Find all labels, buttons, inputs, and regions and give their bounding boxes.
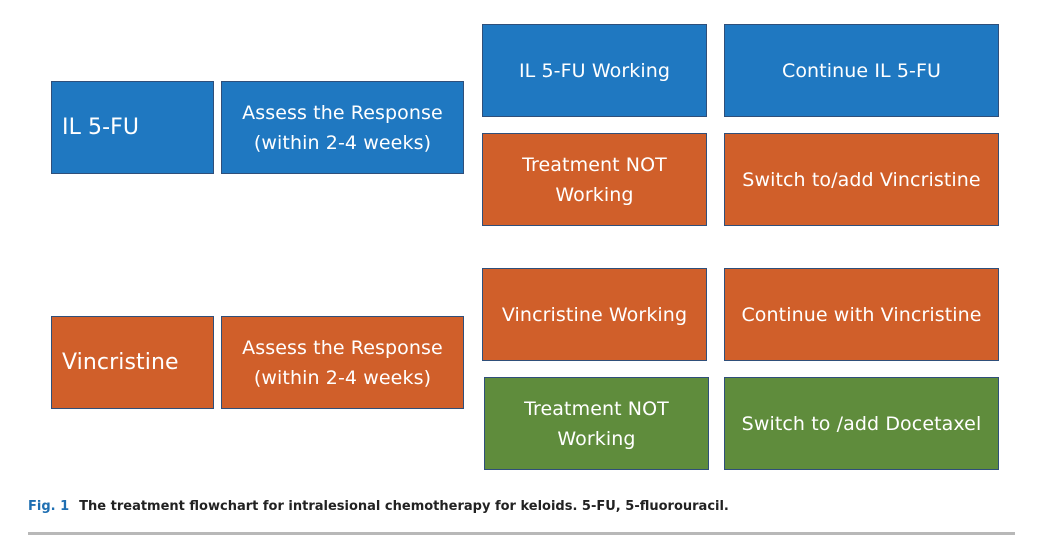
treatment-not-working-box-top: Treatment NOT Working xyxy=(482,133,707,226)
start-il5fu-label: IL 5-FU xyxy=(62,114,140,140)
vincristine-working-box: Vincristine Working xyxy=(482,268,707,361)
switch-vincristine-label: Switch to/add Vincristine xyxy=(742,168,981,191)
treatment-not-working-label-bottom: Treatment NOT Working xyxy=(524,397,669,450)
continue-vincristine-box: Continue with Vincristine xyxy=(724,268,999,361)
treatment-not-working-box-bottom: Treatment NOT Working xyxy=(484,377,709,470)
switch-docetaxel-box: Switch to /add Docetaxel xyxy=(724,377,999,470)
treatment-not-working-label-top: Treatment NOT Working xyxy=(522,153,667,206)
switch-docetaxel-label: Switch to /add Docetaxel xyxy=(741,412,982,435)
figure-caption: Fig. 1 The treatment flowchart for intral… xyxy=(28,499,729,514)
assess-response-box-bottom: Assess the Response (within 2-4 weeks) xyxy=(221,316,464,409)
figure-caption-text: The treatment flowchart for intralesiona… xyxy=(79,499,729,514)
continue-vincristine-label: Continue with Vincristine xyxy=(741,303,982,326)
il5fu-working-label: IL 5-FU Working xyxy=(518,59,671,82)
continue-il5fu-label: Continue IL 5-FU xyxy=(781,59,942,82)
assess-response-label-bottom: Assess the Response (within 2-4 weeks) xyxy=(242,336,443,389)
start-vincristine-label: Vincristine xyxy=(62,349,179,375)
start-vincristine-box: Vincristine xyxy=(51,316,214,409)
il5fu-working-box: IL 5-FU Working xyxy=(482,24,707,117)
figure-label: Fig. 1 xyxy=(28,499,70,514)
vincristine-working-label: Vincristine Working xyxy=(501,303,688,326)
continue-il5fu-box: Continue IL 5-FU xyxy=(724,24,999,117)
assess-response-label-top: Assess the Response (within 2-4 weeks) xyxy=(242,101,443,154)
assess-response-box-top: Assess the Response (within 2-4 weeks) xyxy=(221,81,464,174)
switch-vincristine-box: Switch to/add Vincristine xyxy=(724,133,999,226)
caption-divider xyxy=(28,532,1015,535)
start-il5fu-box: IL 5-FU xyxy=(51,81,214,174)
